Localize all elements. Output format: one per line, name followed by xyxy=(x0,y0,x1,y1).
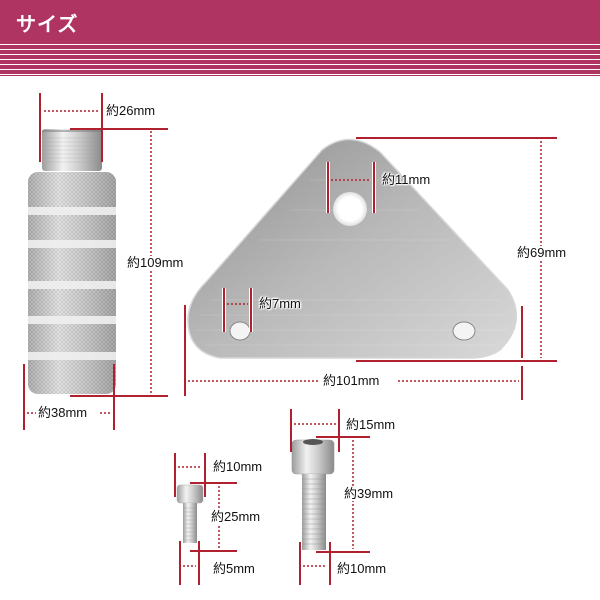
peg-length-label: 約109mm xyxy=(127,255,184,270)
small-bolt-dimension-lines xyxy=(174,453,237,585)
large-bolt-shaft-label: 約10mm xyxy=(337,561,387,576)
peg-top-diameter-label: 約26mm xyxy=(106,103,156,118)
plate-dimension-lines xyxy=(184,137,557,400)
plate-image xyxy=(187,138,518,359)
large-bolt-length-label: 約39mm xyxy=(344,486,394,501)
small-bolt-image xyxy=(176,484,204,543)
plate-small-hole-label: 約7mm xyxy=(259,296,301,311)
peg-dimension-lines xyxy=(23,93,168,430)
section-header: サイズ xyxy=(0,0,600,44)
large-bolt-head-label: 約15mm xyxy=(346,417,396,432)
peg-image xyxy=(28,129,116,394)
plate-width-label: 約101mm xyxy=(323,373,380,388)
large-bolt-image xyxy=(291,439,335,550)
plate-height-label: 約69mm xyxy=(517,245,567,260)
small-bolt-length-label: 約25mm xyxy=(211,509,261,524)
plate-top-hole-label: 約11mm xyxy=(382,172,431,187)
large-bolt-dimension-lines xyxy=(290,409,370,585)
peg-bottom-diameter-label: 約38mm xyxy=(38,405,88,420)
small-bolt-head-label: 約10mm xyxy=(213,459,263,474)
section-title: サイズ xyxy=(16,12,79,36)
small-bolt-shaft-label: 約5mm xyxy=(213,561,255,576)
header-stripes xyxy=(0,44,600,80)
